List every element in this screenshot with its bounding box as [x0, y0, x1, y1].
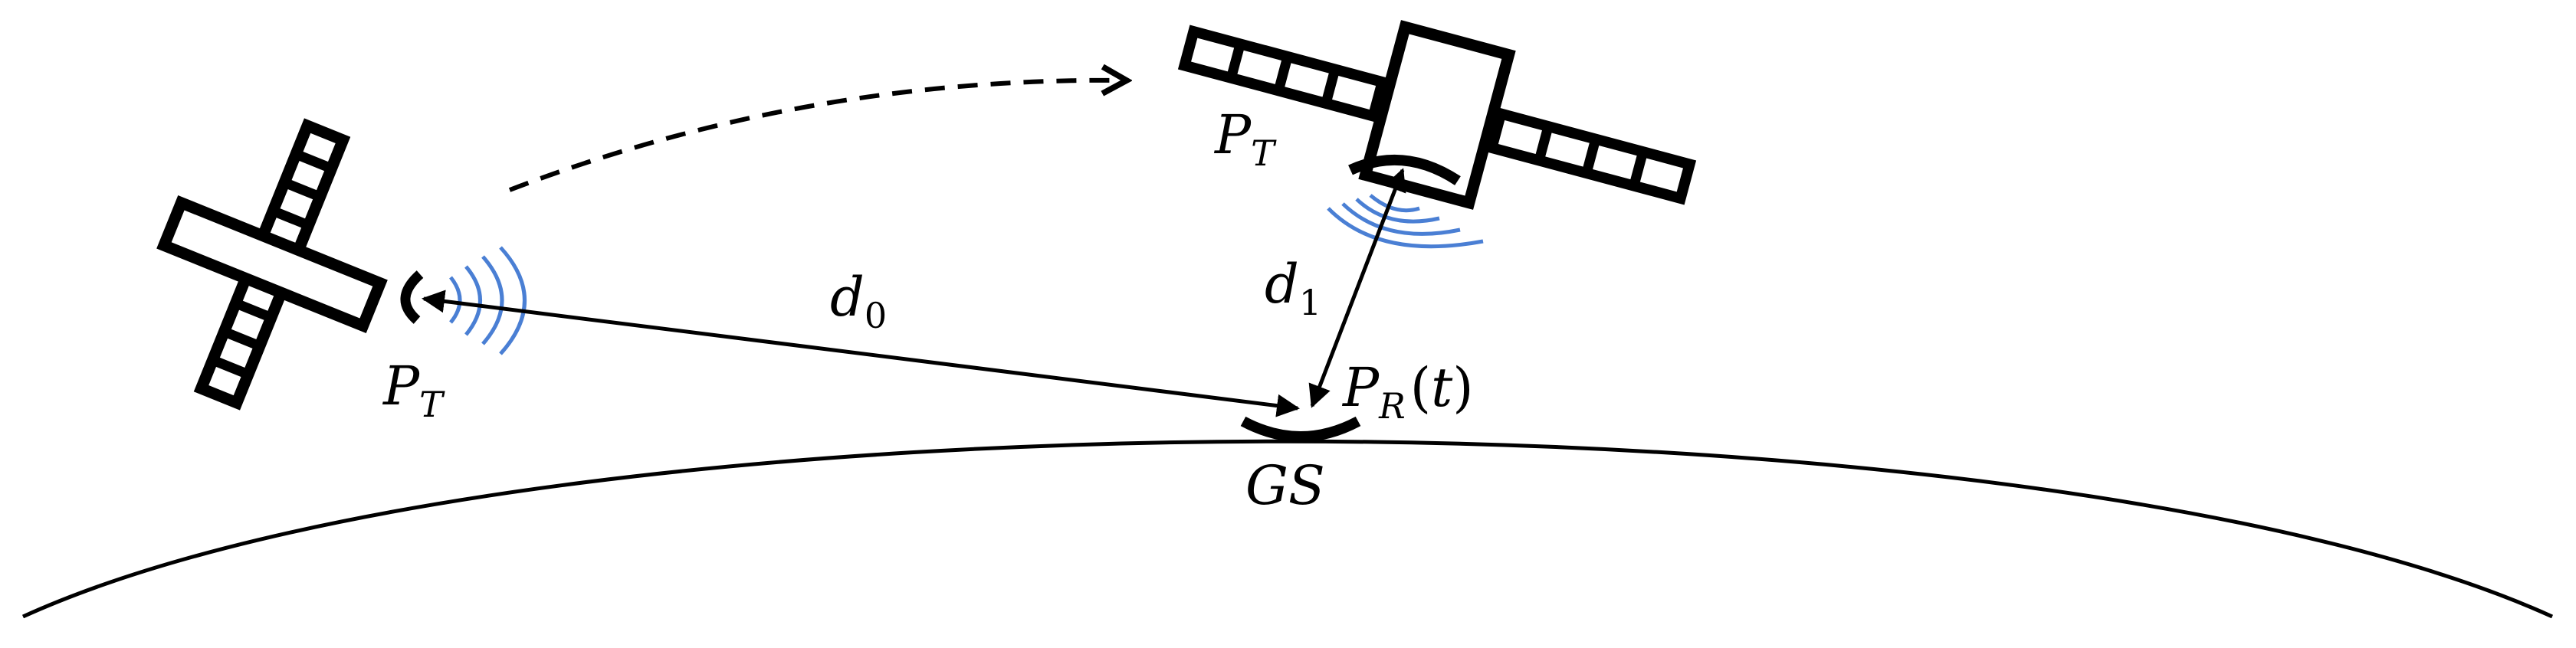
right-satellite-power-label: PT [1213, 103, 1277, 174]
ground-station-dish-icon [1240, 416, 1361, 442]
left-signal-waves-icon [449, 246, 527, 355]
link-d1-arrow [1308, 168, 1406, 408]
right-antenna-dish-icon [1348, 154, 1461, 185]
left-antenna-dish-icon [400, 270, 424, 324]
left-satellite-icon [156, 118, 388, 411]
orbit-trajectory-arrow [508, 80, 1127, 192]
distance-d1-label: d1 [1265, 253, 1321, 323]
earth-surface-arc [21, 439, 2554, 619]
received-power-label: PR(t) [1341, 356, 1474, 427]
left-satellite-power-label: PT [382, 355, 445, 425]
distance-d0-label: d0 [830, 266, 887, 336]
ground-station-label: GS [1245, 454, 1325, 517]
right-satellite-icon [1177, 20, 1697, 210]
link-d0-arrow [422, 290, 1300, 417]
